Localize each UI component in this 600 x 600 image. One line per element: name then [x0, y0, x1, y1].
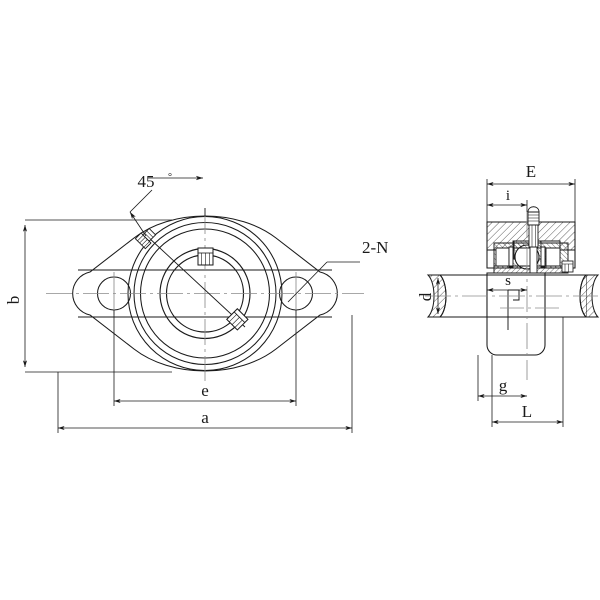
- angle-45-leader: [129, 175, 206, 237]
- bolt-callout-leader: [287, 261, 360, 303]
- dimension-e-label: e: [201, 381, 209, 400]
- dimension-d-label: d: [416, 292, 435, 301]
- grease-nipple-side: [527, 206, 540, 276]
- dimension-b-label: b: [4, 296, 23, 305]
- set-screw-axis-45: [147, 236, 246, 328]
- dimension-i: [486, 200, 528, 212]
- side-center-lines: [425, 212, 598, 380]
- front-center-lines: [46, 208, 364, 381]
- dimension-i-label: i: [506, 188, 510, 204]
- dimension-a: [57, 315, 353, 433]
- dimension-E: [486, 179, 576, 222]
- dimension-g-label: g: [499, 376, 508, 395]
- bolt-callout-label: 2-N: [362, 238, 388, 257]
- angle-45-label: 45: [138, 172, 155, 191]
- dimension-g: [477, 355, 528, 401]
- dimension-e: [113, 310, 297, 406]
- set-screw-45: [226, 308, 249, 331]
- dimension-s-label: s: [505, 273, 511, 289]
- dimension-a-label: a: [201, 408, 209, 427]
- grease-nipple-front: [134, 227, 157, 250]
- side-section-view: E i d s g: [416, 162, 600, 427]
- front-view: 45 ° 2-N b e: [4, 172, 388, 433]
- dimension-L-label: L: [522, 402, 532, 421]
- dimension-d: [433, 274, 487, 318]
- dimension-b: [22, 219, 172, 373]
- angle-degree-symbol: °: [168, 172, 172, 183]
- dimension-E-label: E: [526, 162, 536, 181]
- dimension-L: [491, 317, 564, 427]
- housing-outline-side: [486, 221, 576, 269]
- set-screw-side: [561, 260, 574, 273]
- set-screw-top: [197, 247, 214, 266]
